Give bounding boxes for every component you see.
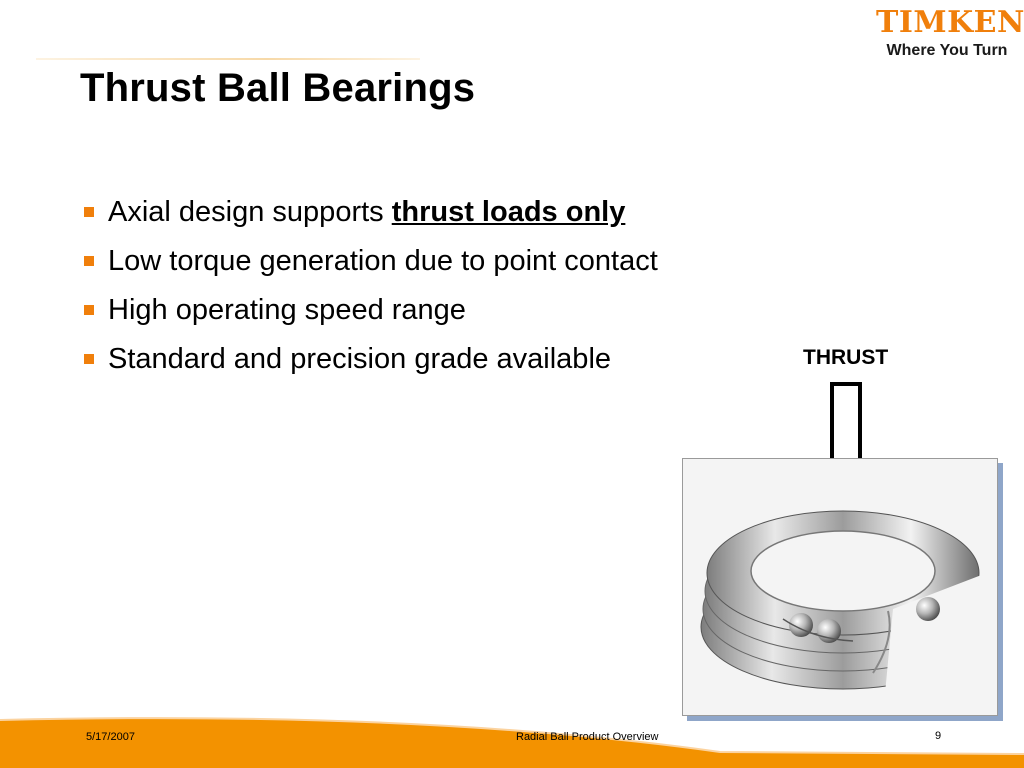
page-number: 9 — [935, 730, 942, 742]
bullet-square-icon — [84, 305, 94, 315]
logo-tagline: Where You Turn — [886, 42, 1008, 59]
bullet-item: High operating speed range — [84, 290, 658, 339]
title-rule — [36, 58, 420, 60]
bullet-text: Axial design supports thrust loads only — [108, 192, 625, 232]
thrust-label: THRUST — [803, 346, 889, 369]
timken-logo: TIMKEN Where You Turn — [876, 5, 1024, 60]
footer-title: Radial Ball Product Overview — [516, 731, 659, 743]
bullet-square-icon — [84, 207, 94, 217]
slide-title: Thrust Ball Bearings — [80, 66, 476, 110]
bullet-text: High operating speed range — [108, 294, 466, 326]
bullet-text-emphasis: thrust loads only — [391, 196, 626, 228]
bullet-item: Low torque generation due to point conta… — [84, 241, 658, 290]
logo-wordmark: TIMKEN — [876, 5, 1024, 40]
bullet-square-icon — [84, 354, 94, 364]
footer-date: 5/17/2007 — [86, 731, 135, 743]
bullet-item: Standard and precision grade available — [84, 339, 658, 388]
bullet-square-icon — [84, 256, 94, 266]
bullet-text-plain: Axial design supports — [108, 196, 392, 228]
bullet-item: Axial design supports thrust loads only — [84, 192, 658, 241]
bullet-text: Standard and precision grade available — [108, 343, 612, 375]
bearing-photo — [682, 458, 998, 716]
bearing-image — [700, 510, 997, 715]
bullet-text: Low torque generation due to point conta… — [108, 245, 658, 277]
bullet-list: Axial design supports thrust loads only … — [84, 192, 658, 388]
footer-band — [0, 717, 1024, 768]
